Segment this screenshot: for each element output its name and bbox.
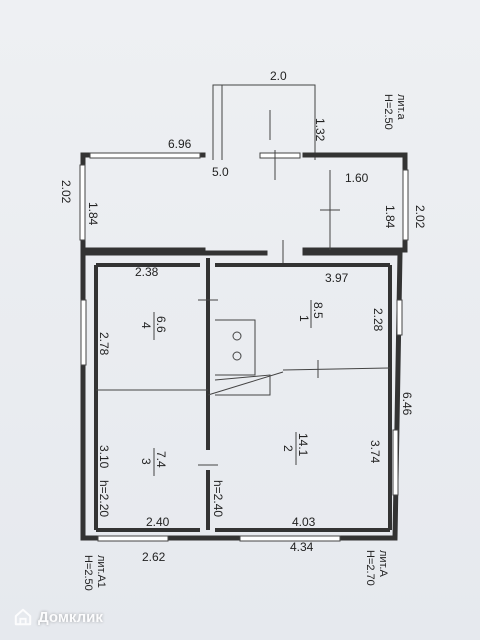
house-left-wall [80, 250, 143, 541]
dim-room3-width-inner: 2.40 [146, 515, 170, 529]
dim-room1-height: 2.28 [371, 308, 385, 332]
dim-room4-width: 2.38 [135, 265, 159, 279]
dim-room2-width-inner: 4.03 [292, 515, 316, 529]
dim-room2-height: 3.74 [368, 440, 382, 464]
stove-outline [215, 319, 256, 376]
dim-room3-width-outer: 2.62 [142, 550, 166, 564]
lit-A-height: H=2.70 [364, 550, 376, 586]
room1-area: 8.5 [311, 302, 325, 319]
dim-veranda-1-60: 1.60 [345, 171, 369, 185]
veranda-window-left [79, 164, 86, 241]
veranda-window-top-left [89, 152, 201, 159]
dim-room2-ceiling: h=2.40 [211, 480, 225, 517]
window-right-top [396, 299, 403, 336]
dim-veranda-outer: 6.96 [168, 137, 192, 151]
dim-veranda-left-inner: 1.84 [86, 202, 100, 226]
room3-area: 7.4 [154, 451, 168, 468]
dim-veranda-left-outer: 2.02 [59, 180, 73, 204]
porch-outline [212, 84, 316, 160]
stair-outline [214, 374, 271, 396]
veranda-window-top-right [259, 152, 301, 159]
watermark-text: Домклик [38, 608, 103, 626]
dim-porch-depth: 1.32 [313, 118, 327, 142]
room4-number: 4 [139, 322, 153, 329]
lit-a-label: лит.а [395, 94, 407, 120]
room-labels: 4 6.6 1 8.5 3 7.4 2 14.1 [139, 300, 325, 476]
dim-right-total: 6.46 [400, 392, 414, 416]
room1-number: 1 [297, 315, 311, 322]
veranda-left-wall [80, 152, 206, 253]
room3-number: 3 [139, 458, 153, 465]
dim-room3-ceiling: h=2.20 [97, 480, 111, 517]
window-bottom-right [239, 535, 341, 542]
domclick-watermark: Домклик [14, 608, 103, 626]
window-bottom-left [97, 535, 169, 542]
main-house [80, 250, 403, 542]
dimension-labels: 2.0 1.32 6.96 5.0 1.60 2.02 1.84 2.02 1.… [59, 69, 427, 564]
dim-room1-width: 3.97 [325, 271, 349, 285]
partition-room1-room2 [282, 367, 391, 371]
dim-room3-height: 3.10 [97, 445, 111, 469]
dim-porch-width: 2.0 [270, 69, 287, 83]
domclick-logo-icon [14, 608, 32, 626]
dim-veranda-right-outer: 2.02 [413, 205, 427, 229]
lit-A1-height: H=2.50 [82, 555, 94, 591]
room2-number: 2 [281, 445, 295, 452]
stove-burner-2 [232, 351, 242, 361]
dim-veranda-inner: 5.0 [212, 165, 229, 179]
dim-veranda-right-inner: 1.84 [383, 205, 397, 229]
dim-room2-width-outer: 4.34 [290, 540, 314, 554]
window-right-bottom [392, 429, 399, 496]
veranda [79, 150, 409, 265]
veranda-window-right [402, 169, 409, 241]
lit-a-height: H=2.50 [382, 94, 394, 130]
stove-burner-1 [232, 331, 242, 341]
window-left [80, 299, 87, 366]
porch [212, 84, 316, 160]
lit-A-label: лит.А [377, 550, 389, 577]
house-right-wall [167, 250, 403, 541]
veranda-right-wall [302, 152, 408, 253]
lit-labels: лит.а H=2.50 лит.А H=2.70 лит.А1 H=2.50 [82, 94, 407, 591]
dim-room4-height: 2.78 [97, 332, 111, 356]
room4-area: 6.6 [154, 316, 168, 333]
lit-A1-label: лит.А1 [95, 555, 107, 588]
room2-area: 14.1 [296, 433, 310, 457]
